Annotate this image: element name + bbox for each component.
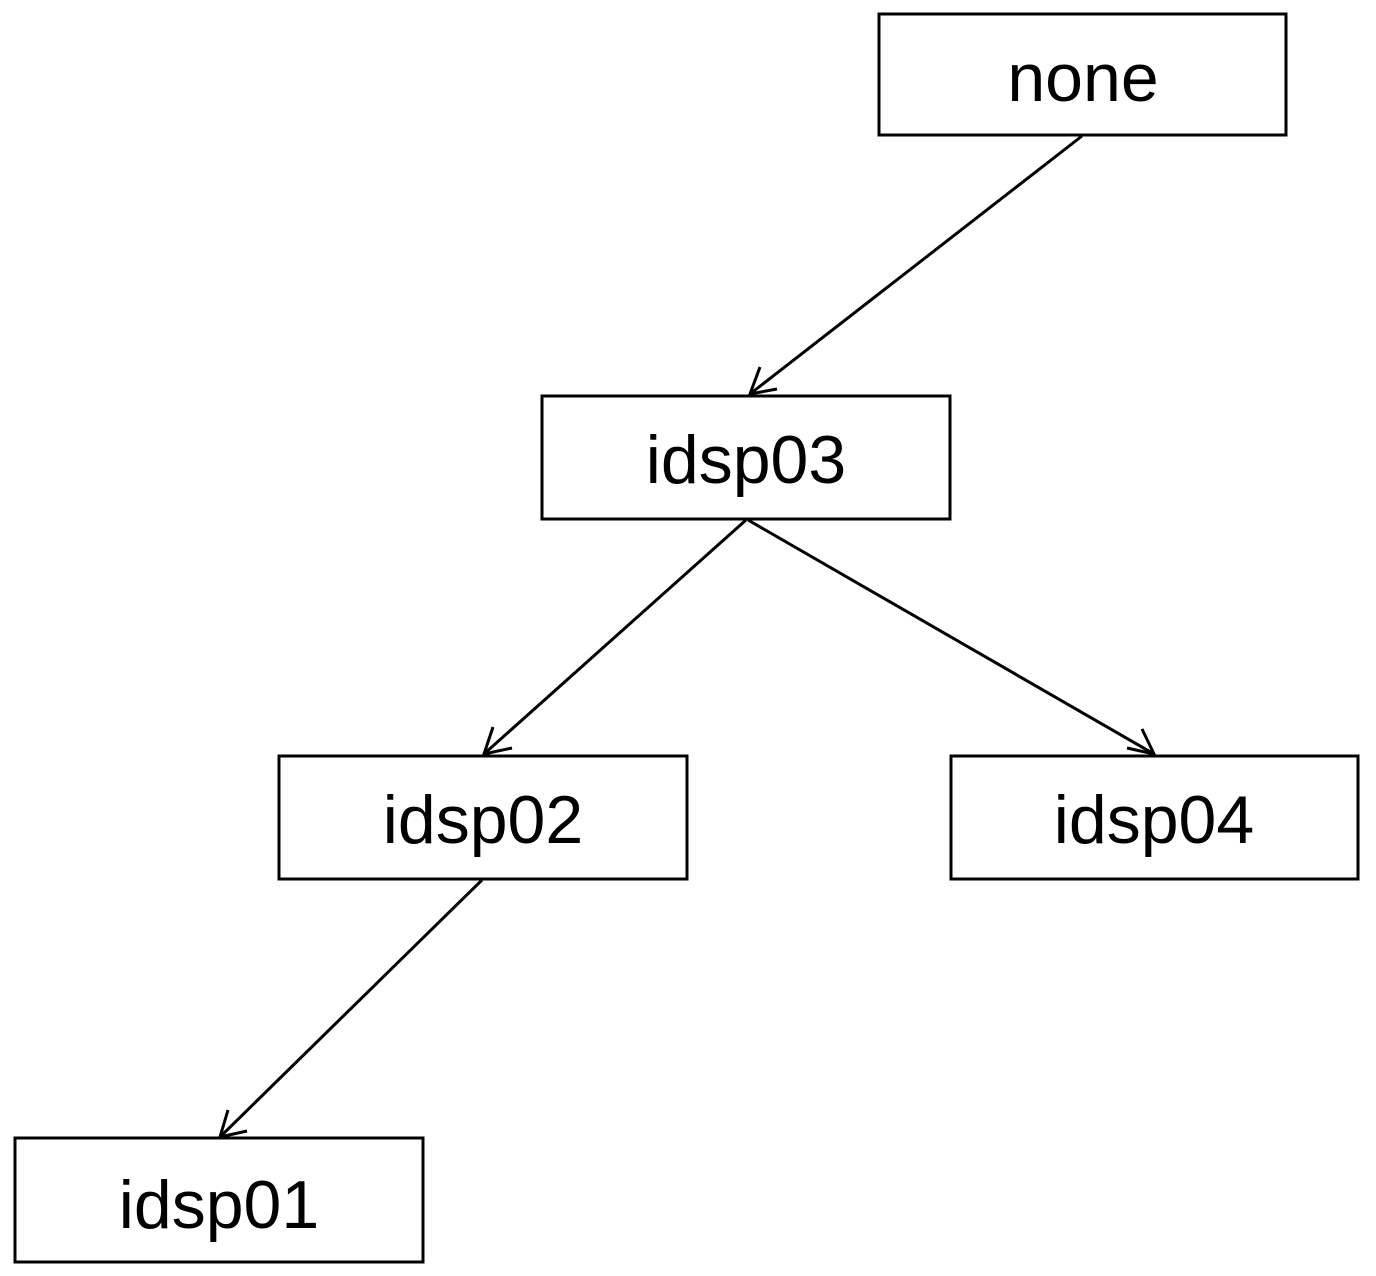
node-idsp01: idsp01	[13, 1136, 425, 1264]
node-box	[949, 754, 1360, 881]
edge-idsp02-idsp01	[217, 878, 484, 1140]
edge-idsp03-idsp02	[481, 518, 747, 757]
node-idsp04: idsp04	[949, 754, 1360, 881]
node-box	[13, 1136, 425, 1264]
node-box	[877, 12, 1288, 137]
edges	[217, 134, 1157, 1140]
node-idsp02: idsp02	[277, 754, 689, 881]
node-box	[540, 394, 952, 521]
edge-none-idsp03	[747, 134, 1083, 396]
node-label: none	[1007, 40, 1158, 116]
node-label: idsp04	[1054, 782, 1254, 858]
node-idsp03: idsp03	[540, 394, 952, 521]
node-label: idsp01	[119, 1167, 319, 1243]
node-label: idsp02	[383, 782, 583, 858]
edge-idsp03-idsp04	[747, 518, 1157, 757]
node-label: idsp03	[646, 422, 846, 498]
node-none: none	[877, 12, 1288, 137]
node-box	[277, 754, 689, 881]
nodes: none idsp03 idsp02 idsp04 idsp01	[13, 12, 1360, 1264]
